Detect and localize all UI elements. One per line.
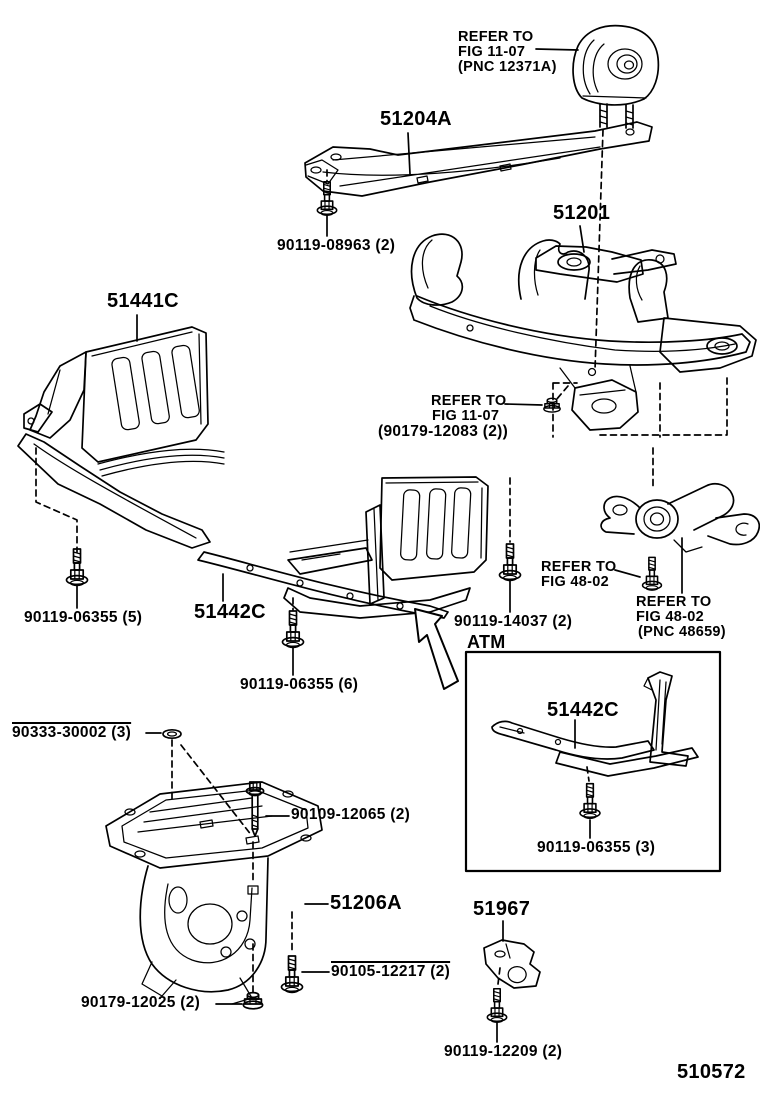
dashed-lines xyxy=(35,129,728,993)
callout-90105-12217: 90105-12217 (2) xyxy=(331,963,451,980)
bolt-icon xyxy=(316,180,338,217)
atm-arrow-icon xyxy=(414,608,459,690)
part-label-51967: 51967 xyxy=(473,898,531,920)
atm-under-cover-drawing xyxy=(491,671,699,777)
bolt-icon xyxy=(280,955,304,994)
engine-under-cover-rh-drawing xyxy=(283,476,489,619)
lower-arm-bushing-bracket-drawing xyxy=(600,483,760,553)
part-label-51442c: 51442C xyxy=(194,601,266,623)
bolt-icon xyxy=(281,610,305,649)
refer-note-line: REFER TO xyxy=(458,29,534,45)
nut-icon xyxy=(242,991,264,1010)
refer-note-fig4802-line2: FIG 48-02 xyxy=(541,574,609,590)
front-crossmember-brace-drawing xyxy=(304,121,653,197)
callout-90119-12209: 90119-12209 (2) xyxy=(444,1043,563,1060)
atm-label: ATM xyxy=(467,632,506,652)
stabilizer-bracket-drawing xyxy=(483,939,541,989)
refer-note-90179-12083-line3: (90179-12083 (2)) xyxy=(378,423,509,440)
refer-note-pnc-48659-line3: (PNC 48659) xyxy=(638,624,726,640)
grommet-icon xyxy=(162,728,182,740)
engine-mount-drawing xyxy=(572,24,660,129)
bolt-icon xyxy=(65,548,89,587)
long-bolt-icon xyxy=(245,781,265,837)
callout-90119-06355-x5: 90119-06355 (5) xyxy=(24,609,143,626)
callout-90119-14037: 90119-14037 (2) xyxy=(454,613,573,630)
refer-note-pnc-12371a: REFER TO FIG 11-07 (PNC 12371A) xyxy=(458,30,557,75)
leader-lines xyxy=(76,48,683,1043)
refer-note-pnc-48659-line1: REFER TO xyxy=(636,594,712,610)
figure-number: 510572 xyxy=(677,1061,746,1083)
refer-note-90179-12083-line1: REFER TO xyxy=(431,393,507,409)
refer-note-90179-12083-line2: FIG 11-07 xyxy=(432,408,500,424)
callout-90119-08963: 90119-08963 (2) xyxy=(277,237,396,254)
callout-90333-30002: 90333-30002 (3) xyxy=(12,724,132,741)
rear-crossmember-support-drawing xyxy=(105,781,323,1005)
refer-note-pnc-48659-line2: FIG 48-02 xyxy=(636,609,704,625)
inset-callout-90119-06355-x3: 90119-06355 (3) xyxy=(537,839,656,856)
callout-90179-12025: 90179-12025 (2) xyxy=(81,994,201,1011)
bolt-icon xyxy=(579,782,601,820)
bolt-icon xyxy=(486,987,508,1024)
refer-note-fig4802-line1: REFER TO xyxy=(541,559,617,575)
callout-90109-12065: 90109-12065 (2) xyxy=(291,806,411,823)
bolt-icon xyxy=(498,543,522,582)
atm-inset-box xyxy=(464,650,722,873)
bolt-icon xyxy=(641,556,663,592)
nut-icon xyxy=(543,397,561,413)
part-label-51201: 51201 xyxy=(553,202,611,224)
callout-90119-06355-x6: 90119-06355 (6) xyxy=(240,676,359,693)
refer-note-line: FIG 11-07 xyxy=(458,44,526,60)
part-label-51441c: 51441C xyxy=(107,290,179,312)
suspension-crossmember-drawing xyxy=(409,233,757,431)
part-label-51204a: 51204A xyxy=(380,108,452,130)
part-label-51206a: 51206A xyxy=(330,892,402,914)
inset-part-label-51442c: 51442C xyxy=(547,699,619,721)
engine-under-cover-lh-drawing xyxy=(17,326,225,549)
under-cover-front-strip-drawing xyxy=(197,551,449,619)
refer-note-line: (PNC 12371A) xyxy=(458,59,557,75)
